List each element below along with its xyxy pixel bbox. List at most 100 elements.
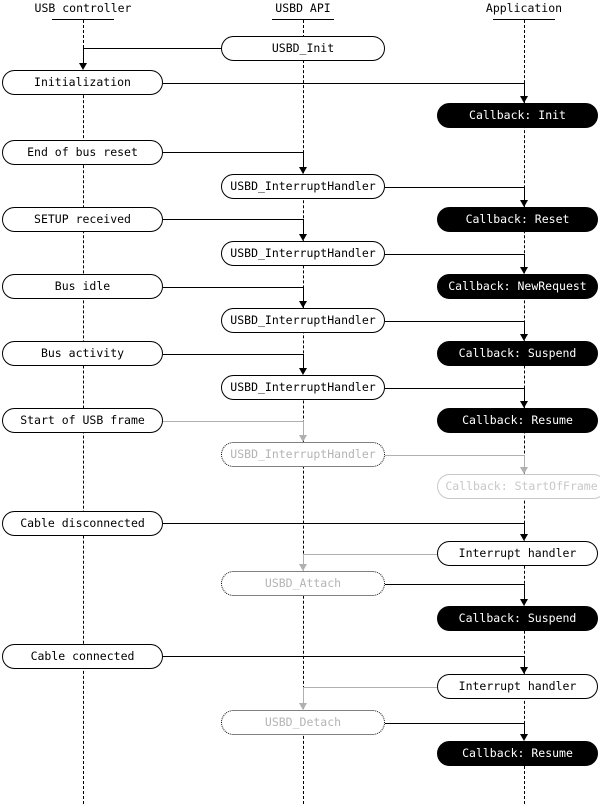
connector-drop-cb-newrequest [524, 254, 525, 268]
arrowhead-irq-handler-1 [520, 534, 528, 541]
lifeline-rule-application [493, 19, 555, 20]
node-label-usbd-detach: USBD_Detach [264, 715, 342, 729]
connector-setup-received-to-isr-2 [163, 219, 303, 220]
node-label-usbd-attach: USBD_Attach [264, 576, 342, 590]
connector-drop-usbd-detach [303, 687, 304, 704]
connector-bus-activity-to-isr-4 [163, 354, 303, 355]
node-cable-disconnected[interactable]: Cable disconnected [2, 511, 163, 536]
node-setup-received[interactable]: SETUP received [2, 207, 163, 232]
connector-irq-handler-2-to-usbd-detach [303, 687, 437, 688]
node-cb-newrequest[interactable]: Callback: NewRequest [437, 274, 598, 299]
node-isr-3[interactable]: USBD_InterruptHandler [221, 308, 385, 333]
arrowhead-cb-reset [520, 200, 528, 207]
node-isr-1[interactable]: USBD_InterruptHandler [221, 174, 385, 199]
node-isr-4[interactable]: USBD_InterruptHandler [221, 375, 385, 400]
node-isr-5-ghost[interactable]: USBD_InterruptHandler [221, 442, 385, 467]
node-irq-handler-2[interactable]: Interrupt handler [437, 674, 598, 699]
connector-isr-1-to-cb-reset [385, 187, 524, 188]
node-initialization[interactable]: Initialization [2, 70, 163, 95]
node-label-cb-newrequest: Callback: NewRequest [448, 279, 587, 293]
connector-drop-cb-startofframe [524, 455, 525, 468]
node-label-setup-received: SETUP received [34, 212, 131, 226]
node-bus-idle[interactable]: Bus idle [2, 274, 163, 299]
arrowhead-cb-suspend-1 [520, 334, 528, 341]
node-label-start-of-frame: Start of USB frame [20, 413, 145, 427]
arrowhead-isr-5-ghost [299, 435, 307, 442]
connector-drop-initialization [83, 48, 84, 64]
node-cb-init[interactable]: Callback: Init [437, 103, 598, 128]
connector-isr-4-to-cb-resume-1 [385, 388, 524, 389]
node-usbd-detach[interactable]: USBD_Detach [221, 710, 385, 735]
node-usbd-attach[interactable]: USBD_Attach [221, 571, 385, 596]
node-usbd-init[interactable]: USBD_Init [221, 36, 385, 61]
connector-drop-isr-4 [303, 354, 304, 369]
node-cb-resume-1[interactable]: Callback: Resume [437, 408, 598, 433]
connector-end-of-bus-reset-to-isr-1 [163, 152, 303, 153]
arrowhead-initialization [79, 63, 87, 70]
connector-cable-connected-to-irq-handler-2 [163, 656, 524, 657]
node-label-bus-activity: Bus activity [40, 346, 125, 360]
connector-drop-irq-handler-2 [524, 656, 525, 668]
connector-drop-irq-handler-1 [524, 523, 525, 535]
node-label-isr-4: USBD_InterruptHandler [230, 380, 376, 394]
node-start-of-frame[interactable]: Start of USB frame [2, 408, 163, 433]
connector-start-of-frame-to-isr-5-ghost [163, 421, 303, 422]
node-irq-handler-1[interactable]: Interrupt handler [437, 541, 598, 566]
arrowhead-isr-4 [299, 368, 307, 375]
node-cb-resume-2[interactable]: Callback: Resume [437, 741, 598, 766]
connector-bus-idle-to-isr-3 [163, 287, 303, 288]
node-cb-startofframe[interactable]: Callback: StartOfFrame [437, 474, 600, 499]
arrowhead-usbd-attach [299, 564, 307, 571]
connector-drop-cb-suspend-2 [524, 584, 525, 600]
lifeline-header-application: Application [485, 1, 563, 15]
arrowhead-irq-handler-2 [520, 667, 528, 674]
connector-isr-2-to-cb-newrequest [385, 254, 524, 255]
node-label-cable-connected: Cable connected [30, 649, 135, 663]
node-label-cb-startofframe: Callback: StartOfFrame [445, 479, 598, 493]
connector-drop-isr-2 [303, 219, 304, 235]
connector-usbd-attach-to-cb-suspend-2 [385, 584, 524, 585]
connector-drop-cb-resume-2 [524, 723, 525, 735]
node-cb-suspend-1[interactable]: Callback: Suspend [437, 341, 598, 366]
arrowhead-cb-suspend-2 [520, 599, 528, 606]
connector-isr-3-to-cb-suspend-1 [385, 321, 524, 322]
node-end-of-bus-reset[interactable]: End of bus reset [2, 140, 163, 165]
connector-drop-isr-1 [303, 152, 304, 168]
connector-usbd-detach-to-cb-resume-2 [385, 723, 524, 724]
node-isr-2[interactable]: USBD_InterruptHandler [221, 241, 385, 266]
arrowhead-cb-resume-2 [520, 734, 528, 741]
node-bus-activity[interactable]: Bus activity [2, 341, 163, 366]
node-label-cb-init: Callback: Init [469, 108, 566, 122]
connector-initialization-to-cb-init [163, 83, 524, 84]
node-label-cb-reset: Callback: Reset [465, 212, 570, 226]
connector-drop-cb-reset [524, 187, 525, 201]
node-label-cb-resume-2: Callback: Resume [462, 746, 573, 760]
connector-drop-cb-resume-1 [524, 388, 525, 402]
lifeline-header-usb-controller: USB controller [34, 1, 132, 15]
lifeline-rule-usb-controller [52, 19, 114, 20]
node-label-end-of-bus-reset: End of bus reset [27, 145, 138, 159]
lifeline-header-usbd-api: USBD API [275, 1, 331, 15]
arrowhead-cb-startofframe [520, 467, 528, 474]
arrowhead-isr-3 [299, 301, 307, 308]
lifeline-rule-usbd-api [272, 19, 334, 20]
node-label-usbd-init: USBD_Init [271, 41, 335, 55]
node-cb-reset[interactable]: Callback: Reset [437, 207, 598, 232]
arrowhead-cb-init [520, 96, 528, 103]
connector-cable-disconnected-to-irq-handler-1 [163, 523, 524, 524]
arrowhead-isr-2 [299, 234, 307, 241]
node-cb-suspend-2[interactable]: Callback: Suspend [437, 606, 598, 631]
node-label-isr-1: USBD_InterruptHandler [230, 179, 376, 193]
connector-isr-5-ghost-to-cb-startofframe [385, 455, 524, 456]
connector-drop-cb-suspend-1 [524, 321, 525, 335]
node-label-cable-disconnected: Cable disconnected [20, 516, 145, 530]
node-label-isr-5-ghost: USBD_InterruptHandler [230, 447, 376, 461]
connector-drop-isr-5-ghost [303, 421, 304, 436]
node-label-initialization: Initialization [34, 75, 131, 89]
connector-irq-handler-1-to-usbd-attach [303, 554, 437, 555]
node-cable-connected[interactable]: Cable connected [2, 644, 163, 669]
node-label-cb-resume-1: Callback: Resume [462, 413, 573, 427]
node-label-cb-suspend-1: Callback: Suspend [458, 346, 577, 360]
node-label-isr-3: USBD_InterruptHandler [230, 313, 376, 327]
